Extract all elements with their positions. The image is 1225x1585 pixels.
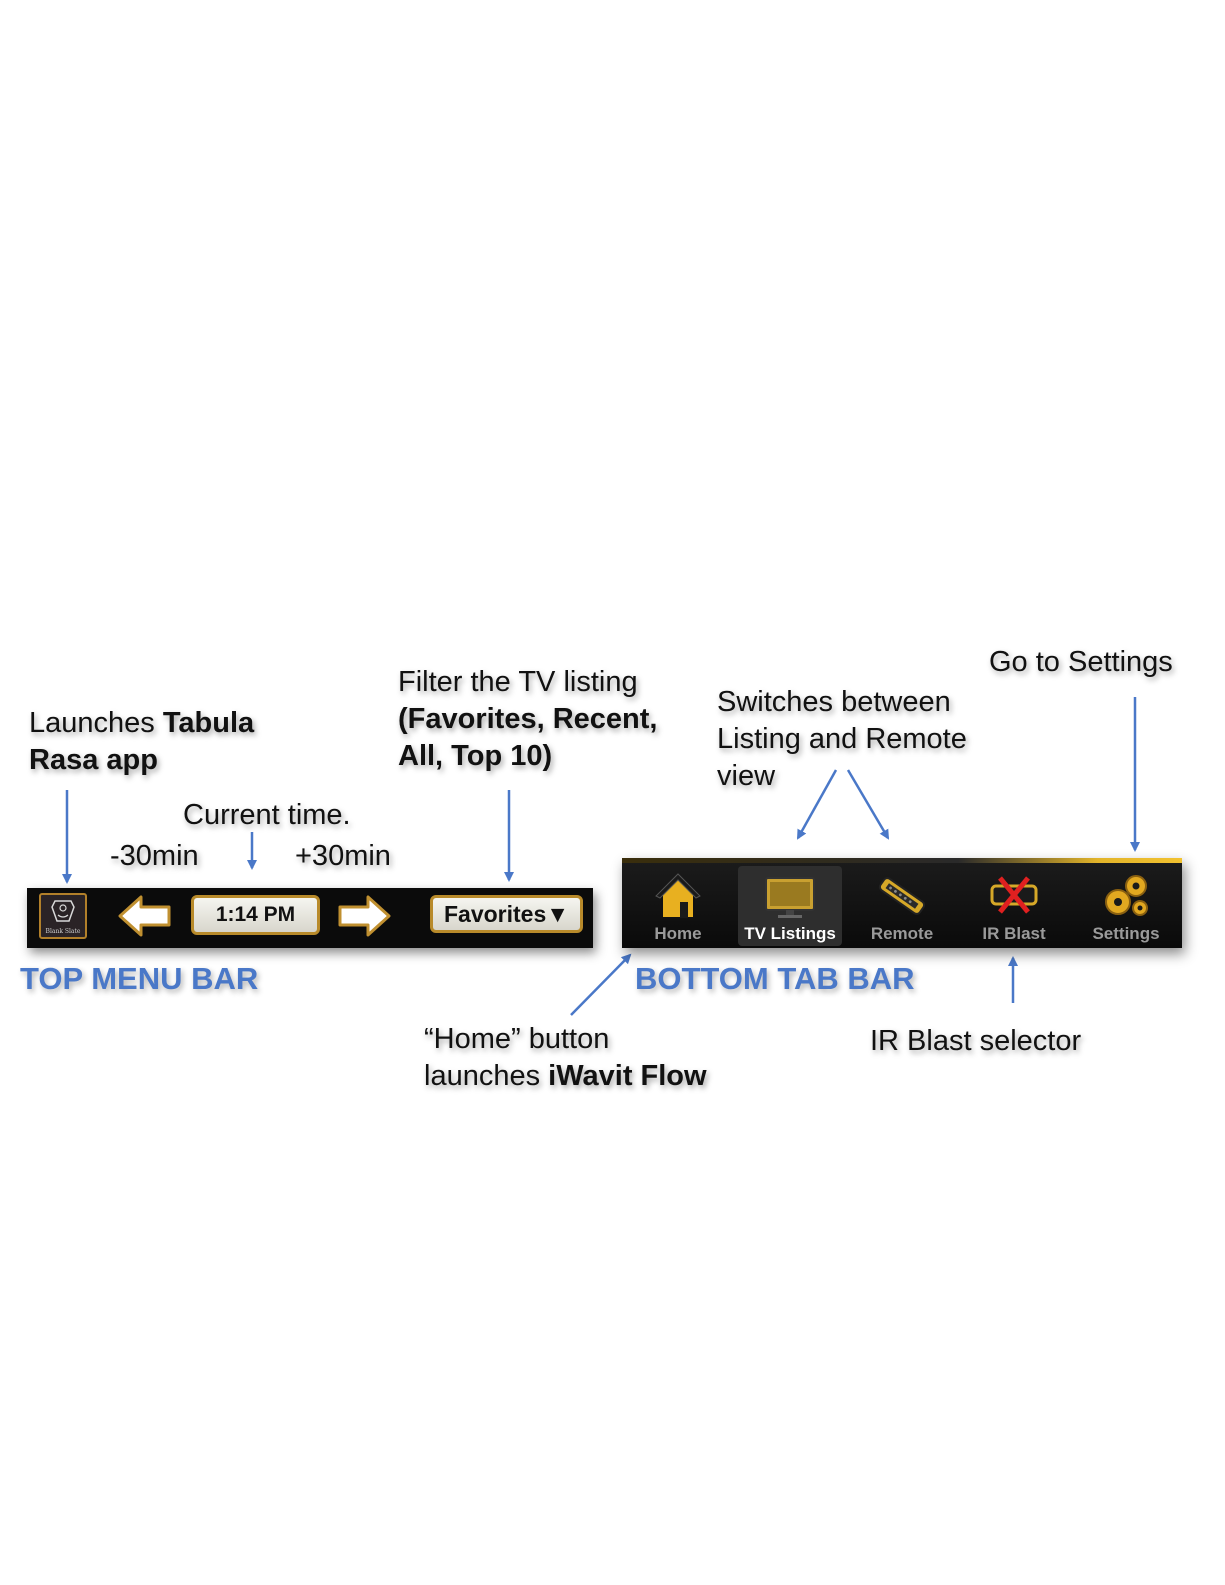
annotation-ir: IR Blast selector (870, 1025, 1082, 1057)
tab-tv-listings[interactable]: TV Listings (738, 866, 842, 946)
annotation-home-line1: “Home” button (424, 1023, 610, 1055)
blank-slate-logo-icon (51, 900, 75, 922)
label-top-menu-bar: TOP MENU BAR (20, 961, 259, 996)
gears-icon (1105, 875, 1148, 916)
tabula-rasa-logo-button[interactable]: Blank Slate (39, 893, 87, 939)
annotation-switches-line2: Listing and Remote (717, 723, 967, 755)
annotation-switches-line1: Switches between (717, 686, 951, 718)
current-time-display: 1:14 PM (191, 895, 320, 935)
annotation-switches: Switches between Listing and Remote view (717, 684, 967, 795)
annotation-tabula-bold2: Rasa app (29, 744, 158, 776)
annotation-minus30: -30min (110, 840, 199, 872)
arrow-to-remote (846, 769, 890, 840)
tab-ir-blast[interactable]: IR Blast (962, 866, 1066, 946)
forward-30min-button[interactable] (336, 894, 392, 938)
tab-bar-top-strip (622, 858, 1182, 863)
annotation-tabula-prefix: Launches (29, 707, 163, 739)
annotation-filter-bold1: (Favorites, Recent, (398, 703, 658, 735)
tab-home[interactable]: Home (626, 866, 730, 946)
tv-icon (765, 877, 815, 918)
back-30min-button[interactable] (117, 894, 173, 938)
tab-remote-label: Remote (870, 924, 934, 943)
annotation-current-time: Current time. (183, 799, 351, 831)
annotation-tabula: Launches Tabula Rasa app (29, 705, 254, 779)
annotation-home: “Home” button launches iWavit Flow (424, 1021, 707, 1095)
arrow-to-home (570, 953, 632, 1016)
annotation-plus30: +30min (295, 840, 391, 872)
label-bottom-tab-bar: BOTTOM TAB BAR (635, 961, 915, 996)
annotation-filter: Filter the TV listing (Favorites, Recent… (398, 664, 657, 775)
house-icon (655, 873, 701, 919)
right-arrow-icon (338, 895, 391, 937)
annotation-tabula-bold1: Tabula (162, 707, 255, 739)
logo-caption: Blank Slate (45, 928, 81, 935)
tab-settings[interactable]: Settings (1074, 866, 1178, 946)
tab-tv-listings-label: TV Listings (744, 924, 836, 943)
tab-home-label: Home (654, 924, 702, 943)
left-arrow-icon (118, 895, 171, 937)
bottom-tab-bar: Home TV Listings Remote IR Bl (622, 858, 1182, 948)
annotation-filter-line1: Filter the TV listing (398, 666, 638, 698)
tab-remote[interactable]: Remote (850, 866, 954, 946)
remote-icon (878, 877, 926, 915)
annotation-filter-bold2: All, Top 10) (398, 740, 553, 772)
annotation-settings: Go to Settings (989, 646, 1173, 678)
annotation-home-bold2: iWavit Flow (548, 1060, 707, 1092)
ir-blast-icon (990, 876, 1038, 914)
annotation-switches-line3: view (717, 760, 776, 792)
top-menu-bar: Blank Slate 1:14 PM Favorites▼ (27, 888, 593, 948)
tab-ir-blast-label: IR Blast (982, 924, 1046, 943)
tab-settings-label: Settings (1092, 924, 1160, 943)
filter-dropdown[interactable]: Favorites▼ (430, 895, 583, 933)
arrow-to-tv-listings (796, 769, 838, 840)
annotation-home-prefix2: launches (424, 1060, 549, 1092)
